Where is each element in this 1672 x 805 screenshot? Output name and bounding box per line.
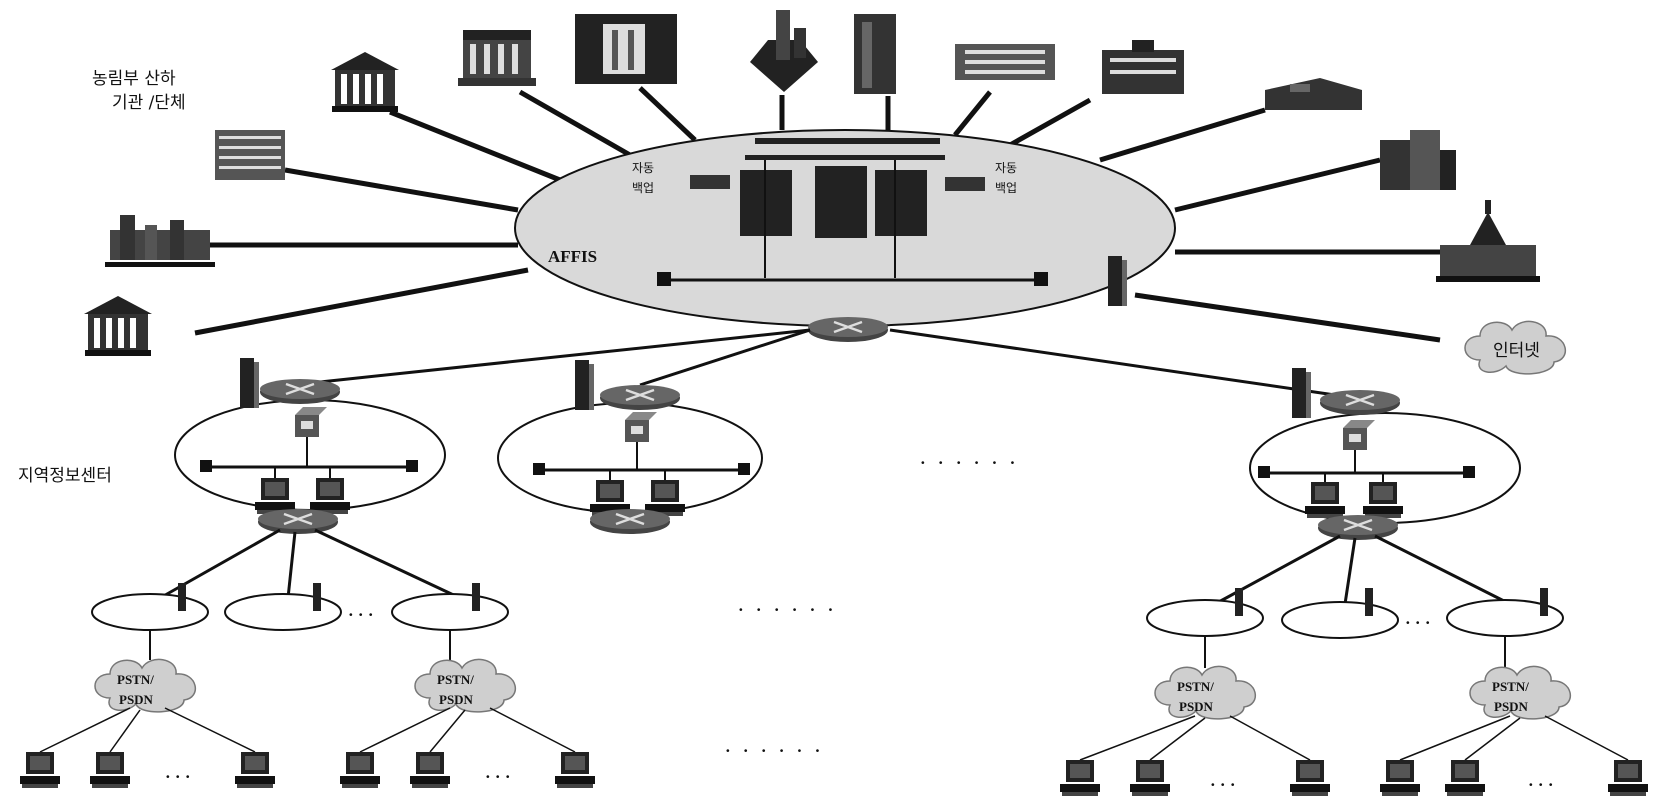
pstn-clouds [95, 630, 1570, 719]
agency-building-icon [331, 52, 399, 112]
branch-nodes-right [1147, 588, 1563, 638]
terminal-icon [1060, 760, 1100, 796]
terminal-icon [90, 752, 130, 788]
agency-city-icon [105, 215, 215, 267]
terminal-icon [1290, 760, 1330, 796]
regional-center-3 [1250, 368, 1520, 540]
terminal-icon [410, 752, 450, 788]
agency-label-line1: 농림부 산하 [92, 69, 176, 89]
agency-lowrise-icon [1265, 78, 1362, 110]
agency-capitol-icon [1436, 200, 1540, 282]
router-icon [1318, 515, 1398, 540]
terminal-icon [555, 752, 595, 788]
pstn-label-1a: PSTN/ [117, 672, 154, 687]
ellipsis-regional: · · · · · · [920, 453, 1019, 472]
dots-terminal-3: · · · [1210, 775, 1236, 794]
auto-backup-right-1: 자동 [995, 161, 1017, 175]
pstn-label-4a: PSTN/ [1492, 679, 1529, 694]
agency-tower-block-icon [575, 14, 677, 84]
regional-center-2 [498, 360, 762, 534]
router-icon [600, 385, 680, 410]
ellipsis-terminal: · · · · · · [725, 741, 824, 760]
agency-complex-icon [955, 44, 1055, 80]
router-icon [590, 509, 670, 534]
auto-backup-right-2: 백업 [995, 181, 1017, 195]
dots-terminal-2: · · · [485, 767, 511, 786]
pstn-label-2a: PSTN/ [437, 672, 474, 687]
agency-skyscraper-icon [750, 10, 818, 92]
terminal-icon [20, 752, 60, 788]
router-icon [260, 379, 340, 404]
terminal-icon [1445, 760, 1485, 796]
router-icon [258, 509, 338, 534]
terminal-icon [1380, 760, 1420, 796]
terminal-icon [235, 752, 275, 788]
dots-terminal-1: · · · [165, 767, 191, 786]
pstn-label-1b: PSDN [119, 692, 154, 707]
branch-links-left [160, 530, 460, 598]
dots-left: · · · [348, 605, 374, 624]
agency-school-icon [1102, 40, 1184, 94]
ellipsis-branch: · · · · · · [738, 600, 837, 619]
affis-firewall-icon [1108, 256, 1127, 306]
auto-backup-left-2: 백업 [632, 181, 654, 195]
affis-router-icon [808, 317, 888, 342]
terminal-icon [1608, 760, 1648, 796]
branch-links-right [1215, 536, 1510, 604]
dots-right: · · · [1405, 613, 1431, 632]
agency-tall-building-icon [854, 14, 896, 94]
pstn-label-2b: PSDN [439, 692, 474, 707]
agency-hall-icon [84, 296, 152, 356]
agency-cluster-icon [1380, 130, 1456, 190]
dots-terminal-4: · · · [1528, 775, 1554, 794]
terminal-icon [340, 752, 380, 788]
pstn-label-3a: PSTN/ [1177, 679, 1214, 694]
regional-center-1 [175, 358, 445, 534]
affis-label: AFFIS [548, 247, 597, 266]
agency-label-line2: 기관 /단체 [112, 93, 186, 113]
pstn-label-4b: PSDN [1494, 699, 1529, 714]
agency-office-icon [215, 130, 285, 180]
terminal-icon [1130, 760, 1170, 796]
router-icon [1320, 390, 1400, 415]
internet-label: 인터넷 [1493, 341, 1540, 361]
auto-backup-left-1: 자동 [632, 161, 654, 175]
regional-center-label: 지역정보센터 [18, 466, 112, 486]
pstn-label-3b: PSDN [1179, 699, 1214, 714]
terminal-links [40, 708, 1628, 760]
agency-courthouse-icon [458, 30, 536, 86]
